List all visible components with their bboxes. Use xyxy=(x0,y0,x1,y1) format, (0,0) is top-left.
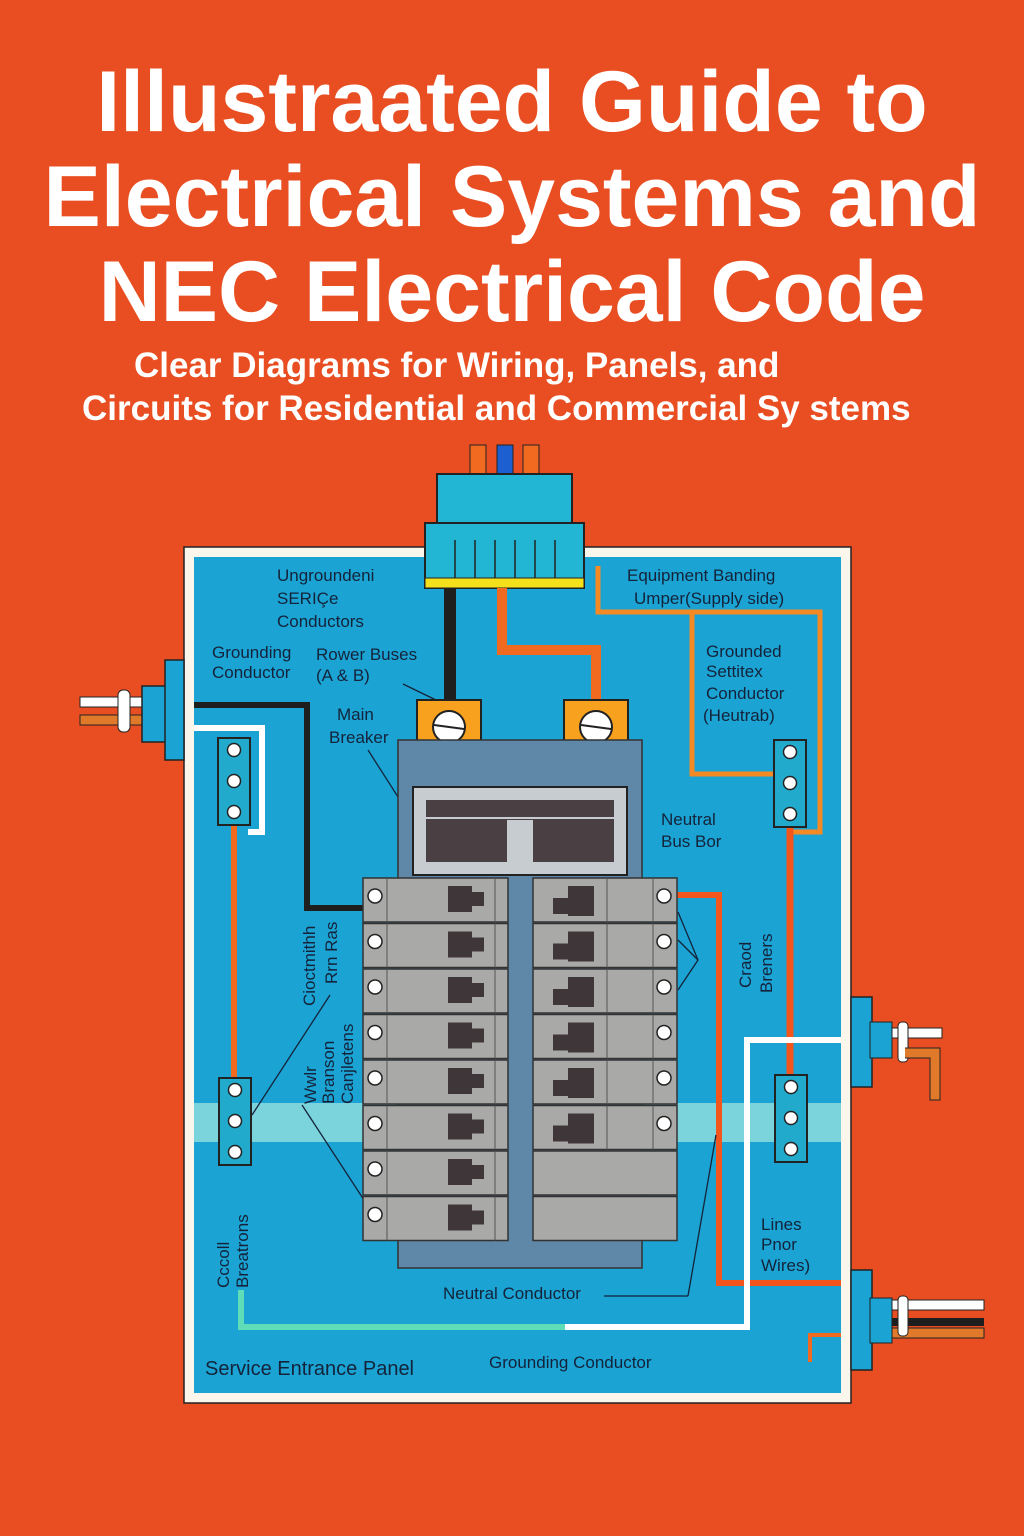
circuit-breaker[interactable] xyxy=(532,1104,678,1151)
circuit-breaker[interactable] xyxy=(362,877,509,923)
label-circuit-breakers-left-2: Breatrons xyxy=(233,1214,252,1288)
label-grounding-conductor-bottom: Grounding Conductor xyxy=(489,1353,652,1372)
external-connector-bottom-right xyxy=(850,1269,985,1371)
screw-icon xyxy=(656,933,672,950)
screw-icon xyxy=(367,1206,383,1223)
label-neutral-conductor: Neutral Conductor xyxy=(443,1284,581,1303)
white-wire-bottom xyxy=(565,1037,841,1330)
label-grounded-4: (Heutrab) xyxy=(703,706,775,725)
label-ungrounded-2: SERIÇe xyxy=(277,589,339,608)
label-ungrounded-1: Ungroundeni xyxy=(277,566,375,585)
screw-icon xyxy=(367,888,383,904)
neutral-bus-bar xyxy=(773,739,807,828)
label-ungrounded-3: Conductors xyxy=(277,612,364,631)
screw-icon xyxy=(656,1115,672,1132)
breaker-column-left xyxy=(362,877,509,1242)
circuit-breaker[interactable] xyxy=(362,1195,509,1242)
screw-icon xyxy=(782,806,798,822)
screw-icon xyxy=(783,1079,799,1095)
title-line-1: Illustraated Guide to xyxy=(96,54,928,150)
screw-icon xyxy=(226,742,242,758)
label-power-buses-2: (A & B) xyxy=(316,666,370,685)
service-head-comb xyxy=(424,522,585,589)
screw-icon xyxy=(656,1024,672,1041)
external-connector-left xyxy=(79,659,185,761)
label-left-rot1-1: Cioctmithh xyxy=(300,925,319,1006)
label-neutral-bus-1: Neutral xyxy=(661,810,716,829)
external-connector-right xyxy=(850,996,943,1101)
screw-icon xyxy=(227,1082,243,1098)
screw-icon xyxy=(656,888,672,904)
bonding-jumper-wire xyxy=(595,566,823,835)
title-line-3: NEC Electrical Code xyxy=(98,244,926,340)
screw-icon xyxy=(367,1024,383,1041)
label-service-entrance-panel: Service Entrance Panel xyxy=(205,1358,415,1380)
label-main-breaker-1: Main xyxy=(337,705,374,724)
label-bonding-2: Umper(Supply side) xyxy=(634,589,785,608)
label-power-buses-1: Rower Buses xyxy=(316,645,418,664)
label-grounded-1: Grounded xyxy=(706,642,782,661)
label-bonding-1: Equipment Banding xyxy=(627,566,776,585)
blank-slot xyxy=(532,1150,678,1196)
screw-icon xyxy=(367,979,383,995)
label-circuit-breakers-right-2: Breners xyxy=(757,933,776,993)
screw-icon xyxy=(656,1070,672,1086)
circuit-breaker[interactable] xyxy=(532,877,678,923)
screw-icon xyxy=(367,933,383,950)
label-neutral-bus-2: Bus Bor xyxy=(661,832,722,851)
orange-service-wire xyxy=(497,588,601,702)
label-grounding-1: Grounding xyxy=(212,643,292,662)
neutral-bus-bar xyxy=(774,1074,808,1163)
screw-icon xyxy=(367,1115,383,1132)
label-grounding-2: Conductor xyxy=(212,663,291,682)
screw-icon xyxy=(782,744,798,760)
circuit-breaker[interactable] xyxy=(532,922,678,969)
circuit-breaker[interactable] xyxy=(532,1013,678,1060)
label-line-wires-2: Pnor xyxy=(761,1235,797,1254)
label-line-wires-3: Wires) xyxy=(761,1256,811,1275)
circuit-breaker[interactable] xyxy=(362,1104,509,1151)
circuit-breaker[interactable] xyxy=(362,922,509,969)
label-line-wires-1: Lines xyxy=(761,1215,802,1234)
label-circuit-breakers-right-1: Craod xyxy=(736,941,755,988)
label-main-breaker-2: Breaker xyxy=(329,728,389,747)
title-line-2: Electrical Systems and xyxy=(43,149,981,245)
grounded-conductor-wire xyxy=(689,612,776,777)
screw-icon xyxy=(227,1144,243,1160)
circuit-wire-right xyxy=(677,892,841,1286)
yellow-strip xyxy=(424,577,585,589)
circuit-breaker[interactable] xyxy=(362,968,509,1014)
circuit-breaker[interactable] xyxy=(362,1013,509,1060)
orange-stub xyxy=(808,1333,841,1362)
grounding-wire-black xyxy=(194,702,364,911)
circuit-breaker[interactable] xyxy=(362,1059,509,1105)
screw-icon xyxy=(783,1110,799,1126)
label-grounded-2: Settitex xyxy=(706,662,763,681)
screw-icon xyxy=(226,804,242,820)
screw-icon xyxy=(367,1161,383,1177)
service-wire-blue xyxy=(496,444,514,478)
screw-icon xyxy=(226,773,242,789)
blank-slot xyxy=(532,1195,678,1242)
screw-icon xyxy=(227,1113,243,1129)
white-wire-left xyxy=(194,725,265,835)
neutral-bus-bar xyxy=(218,1077,252,1166)
label-left-rot2-3: Canjletens xyxy=(338,1023,357,1104)
subtitle-line-1: Clear Diagrams for Wiring, Panels, and xyxy=(134,346,780,385)
circuit-breaker[interactable] xyxy=(362,1150,509,1196)
breaker-column-right xyxy=(532,877,678,1242)
green-wire-bottom xyxy=(238,1290,565,1330)
label-grounded-3: Conductor xyxy=(706,684,785,703)
screw-icon xyxy=(782,775,798,791)
subtitle-line-2: Circuits for Residential and Commercial … xyxy=(82,389,911,428)
service-head-cap xyxy=(436,473,573,527)
screw-icon xyxy=(783,1141,799,1157)
circuit-breaker[interactable] xyxy=(532,968,678,1014)
screw-icon xyxy=(656,979,672,995)
circuit-breaker[interactable] xyxy=(532,1059,678,1105)
label-left-rot1-2: Rrn Ras xyxy=(322,921,341,984)
screw-icon xyxy=(367,1070,383,1086)
neutral-bus-bar xyxy=(217,737,251,826)
